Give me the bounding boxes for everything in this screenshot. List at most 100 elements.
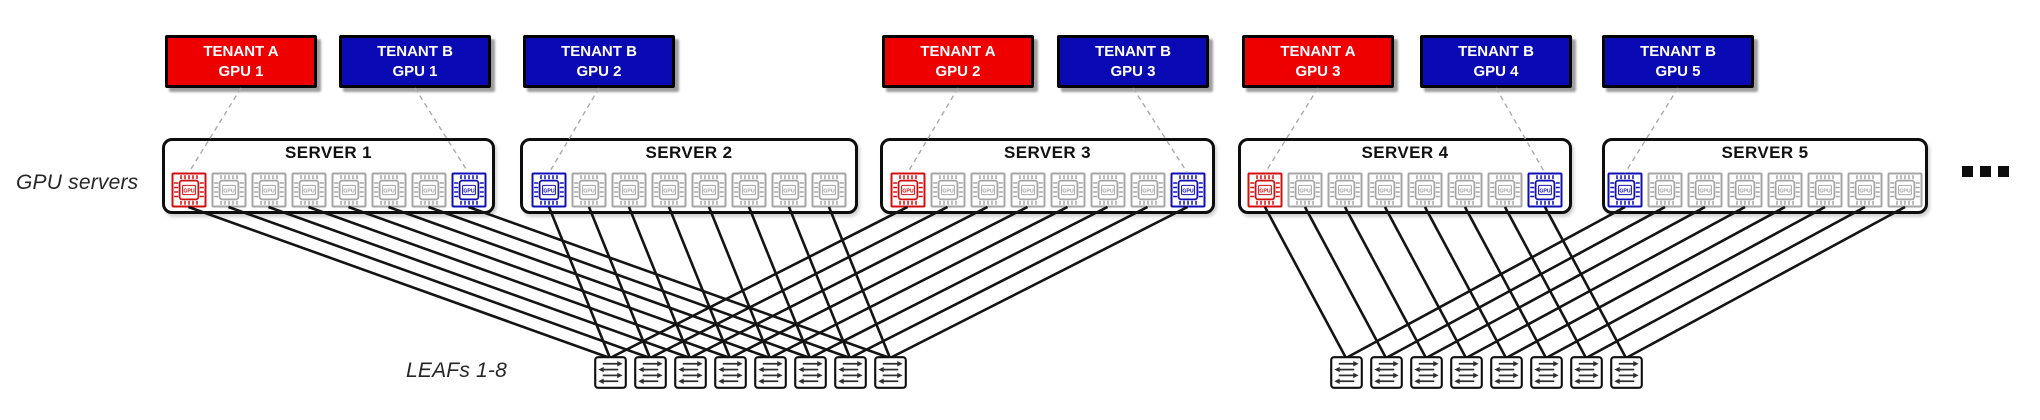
- leaf-switch-icon: [1329, 356, 1363, 389]
- svg-text:GPU: GPU: [942, 189, 953, 195]
- svg-text:GPU: GPU: [1419, 189, 1430, 195]
- gpu-chip-icon: GPU: [1527, 172, 1563, 208]
- tenant-box: TENANT B GPU 2: [523, 35, 675, 88]
- tenant-box: TENANT B GPU 3: [1057, 35, 1209, 88]
- leaf-switch-icon: [1369, 356, 1403, 389]
- svg-text:GPU: GPU: [1539, 189, 1550, 195]
- leaf-switch-icon: [793, 356, 827, 389]
- gpu-leaf-link-line: [348, 205, 771, 360]
- gpu-chip-icon: GPU: [1407, 172, 1443, 208]
- svg-text:GPU: GPU: [463, 189, 474, 195]
- gpu-servers-row-label: GPU servers: [16, 171, 139, 194]
- gpu-chip-icon: GPU: [970, 172, 1006, 208]
- gpu-leaf-link-line: [547, 206, 612, 359]
- svg-text:GPU: GPU: [303, 189, 314, 195]
- svg-text:GPU: GPU: [982, 189, 993, 195]
- gpu-chip-icon: GPU: [691, 172, 727, 208]
- tenant-gpu-label: GPU 2: [576, 62, 622, 80]
- gpu-leaf-link-line: [268, 205, 691, 360]
- gpu-leaf-link-line: [1545, 205, 1826, 360]
- gpu-chip-icon: GPU: [531, 172, 567, 208]
- svg-text:GPU: GPU: [902, 189, 913, 195]
- gpu-chip-icon: GPU: [890, 172, 926, 208]
- server-title: SERVER 3: [1004, 143, 1091, 162]
- svg-text:GPU: GPU: [1619, 189, 1630, 195]
- gpu-chip-icon: GPU: [771, 172, 807, 208]
- leaf-switch-icon: [593, 356, 627, 389]
- svg-text:GPU: GPU: [1459, 189, 1470, 195]
- tenant-name-label: TENANT B: [377, 43, 453, 60]
- tenant-name-label: TENANT A: [920, 43, 996, 60]
- svg-text:GPU: GPU: [223, 189, 234, 195]
- server-title: SERVER 4: [1361, 143, 1449, 162]
- svg-text:GPU: GPU: [263, 189, 274, 195]
- leaf-switch-icon: [673, 356, 707, 389]
- gpu-chip-icon: GPU: [451, 172, 487, 208]
- svg-text:GPU: GPU: [703, 189, 714, 195]
- gpu-leaf-link-line: [649, 205, 949, 360]
- tenant-name-label: TENANT B: [1640, 43, 1716, 60]
- gpu-leaf-link-line: [388, 205, 811, 360]
- svg-text:GPU: GPU: [543, 189, 554, 195]
- svg-text:GPU: GPU: [743, 189, 754, 195]
- svg-text:GPU: GPU: [1142, 189, 1153, 195]
- tenant-gpu-label: GPU 1: [392, 62, 438, 80]
- gpu-chip-icon: GPU: [331, 172, 367, 208]
- gpu-leaf-link-line: [587, 206, 652, 359]
- tenant-name-label: TENANT B: [561, 43, 637, 60]
- gpu-leaf-link-line: [609, 205, 909, 360]
- tenant-box: TENANT B GPU 5: [1602, 35, 1754, 88]
- gpu-leaf-link-line: [689, 205, 989, 360]
- server-title: SERVER 1: [285, 143, 372, 162]
- gpu-chip-icon: GPU: [1767, 172, 1803, 208]
- tenant-gpu-label: GPU 5: [1655, 62, 1701, 80]
- gpu-chip-icon: GPU: [571, 172, 607, 208]
- svg-text:GPU: GPU: [1499, 189, 1510, 195]
- gpu-leaf-link-line: [1425, 205, 1706, 360]
- gpu-chip-icon: GPU: [1367, 172, 1403, 208]
- gpu-chip-icon: GPU: [1727, 172, 1763, 208]
- gpu-leaf-link-line: [1585, 205, 1866, 360]
- gpu-leaf-link-line: [1463, 206, 1548, 359]
- gpu-leaf-link-line: [1383, 206, 1468, 359]
- leaf-switch-icon: [1569, 356, 1603, 389]
- gpu-leaf-link-line: [809, 205, 1109, 360]
- gpu-chip-icon: GPU: [1447, 172, 1483, 208]
- tenant-gpu-label: GPU 4: [1473, 62, 1519, 80]
- gpu-leaf-link-line: [787, 206, 852, 359]
- leaf-switch-icon: [713, 356, 747, 389]
- gpu-leaf-link-line: [729, 205, 1029, 360]
- gpu-chip-icon: GPU: [1287, 172, 1323, 208]
- leaf-switch-icon: [633, 356, 667, 389]
- gpu-chip-icon: GPU: [1647, 172, 1683, 208]
- leaf-switch-icon: [1449, 356, 1483, 389]
- tenant-gpu-label: GPU 1: [218, 62, 264, 80]
- gpu-chip-icon: GPU: [171, 172, 207, 208]
- leaf-switch-icon: [1609, 356, 1643, 389]
- gpu-chip-icon: GPU: [1247, 172, 1283, 208]
- gpu-chip-icon: GPU: [651, 172, 687, 208]
- gpu-chip-icon: GPU: [611, 172, 647, 208]
- more-servers-ellipsis-icon: [1962, 166, 2009, 177]
- svg-text:GPU: GPU: [1022, 189, 1033, 195]
- svg-text:GPU: GPU: [1299, 189, 1310, 195]
- gpu-leaf-link-line: [769, 205, 1069, 360]
- gpu-leaf-link-line: [747, 206, 812, 359]
- svg-text:GPU: GPU: [1102, 189, 1113, 195]
- leaf-switch-icon: [1489, 356, 1523, 389]
- leafs-row-label: LEAFs 1-8: [406, 359, 508, 382]
- gpu-chip-icon: GPU: [930, 172, 966, 208]
- gpu-leaf-link-line: [627, 206, 692, 359]
- tenant-gpu-label: GPU 3: [1295, 62, 1341, 80]
- tenant-gpu-label: GPU 3: [1110, 62, 1156, 80]
- gpu-leaf-link-line: [1385, 205, 1666, 360]
- tenant-name-label: TENANT B: [1095, 43, 1171, 60]
- gpu-leaf-link-line: [827, 206, 892, 359]
